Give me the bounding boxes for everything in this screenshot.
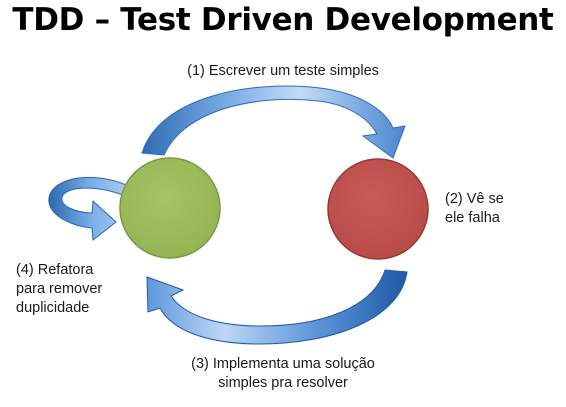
step-implement-label: (3) Implementa uma solução simples pra r… xyxy=(191,356,375,391)
arrow-implement xyxy=(146,269,408,345)
red-node xyxy=(327,158,429,260)
step-see-fail-label: (2) Vê se ele falha xyxy=(445,191,504,226)
step-refactor-label: (4) Refatora para remover duplicidade xyxy=(16,262,103,316)
step-write-test-label: (1) Escrever um teste simples xyxy=(187,63,379,79)
green-node xyxy=(119,157,221,259)
page-title: TDD – Test Driven Development xyxy=(12,2,554,38)
arrow-write-test xyxy=(141,85,406,159)
arrow-refactor-loop xyxy=(48,176,127,241)
